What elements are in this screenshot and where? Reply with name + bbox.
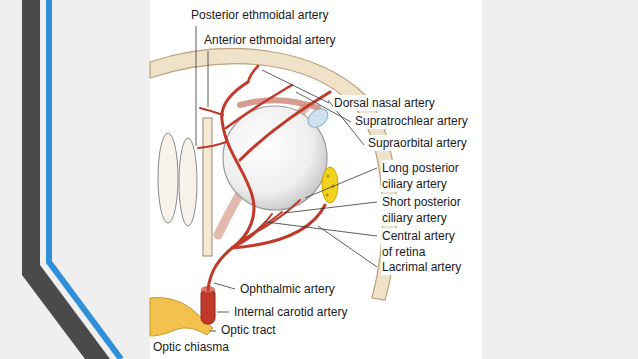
part-label: Optic chiasma [152, 339, 230, 355]
leader-line [262, 70, 329, 103]
part-label: Central artery of retina [381, 228, 463, 260]
leader-line [318, 226, 377, 267]
part-label: Anterior ethmoidal artery [203, 32, 336, 48]
leader-line [196, 26, 197, 146]
gland-dot [327, 175, 330, 178]
central-retinal-artery [236, 222, 265, 246]
lacrimal-artery [232, 205, 325, 248]
leader-line [208, 51, 209, 107]
part-label: Short posterior ciliary artery [381, 194, 473, 226]
part-label: Long posterior ciliary artery [381, 160, 473, 192]
slide-band [22, 0, 110, 359]
anterior-ethmoidal-artery [200, 108, 223, 115]
supratrochlear-artery [226, 85, 292, 128]
ethmoid-cell [179, 138, 197, 226]
ethmoid-cell [158, 133, 178, 223]
supraorbital-artery [240, 92, 330, 160]
leader-line [217, 312, 229, 313]
leader-line [214, 283, 235, 289]
leader-line [266, 222, 377, 236]
gland-dot [326, 194, 329, 197]
part-label: Internal carotid artery [233, 304, 348, 320]
part-label: Ophthalmic artery [239, 281, 336, 297]
part-label: Posterior ethmoidal artery [190, 7, 329, 23]
skull-bone [150, 49, 397, 300]
medial-orbital-wall [203, 118, 212, 256]
part-label: Optic tract [220, 322, 277, 338]
part-label: Dorsal nasal artery [333, 95, 436, 111]
short-ciliary-artery [238, 214, 272, 244]
dorsal-nasal-artery [248, 66, 258, 82]
slide-stripe [49, 0, 121, 359]
internal-carotid [201, 288, 215, 324]
part-label: Supratrochlear artery [354, 113, 469, 129]
leader-line [210, 331, 216, 332]
leader-line [284, 202, 377, 213]
leader-line [305, 168, 377, 198]
posterior-ethmoidal-artery [198, 142, 226, 148]
part-label: Supraorbital artery [367, 135, 468, 151]
picture-ground [150, 0, 482, 359]
part-label: Lacrimal artery [381, 259, 462, 275]
